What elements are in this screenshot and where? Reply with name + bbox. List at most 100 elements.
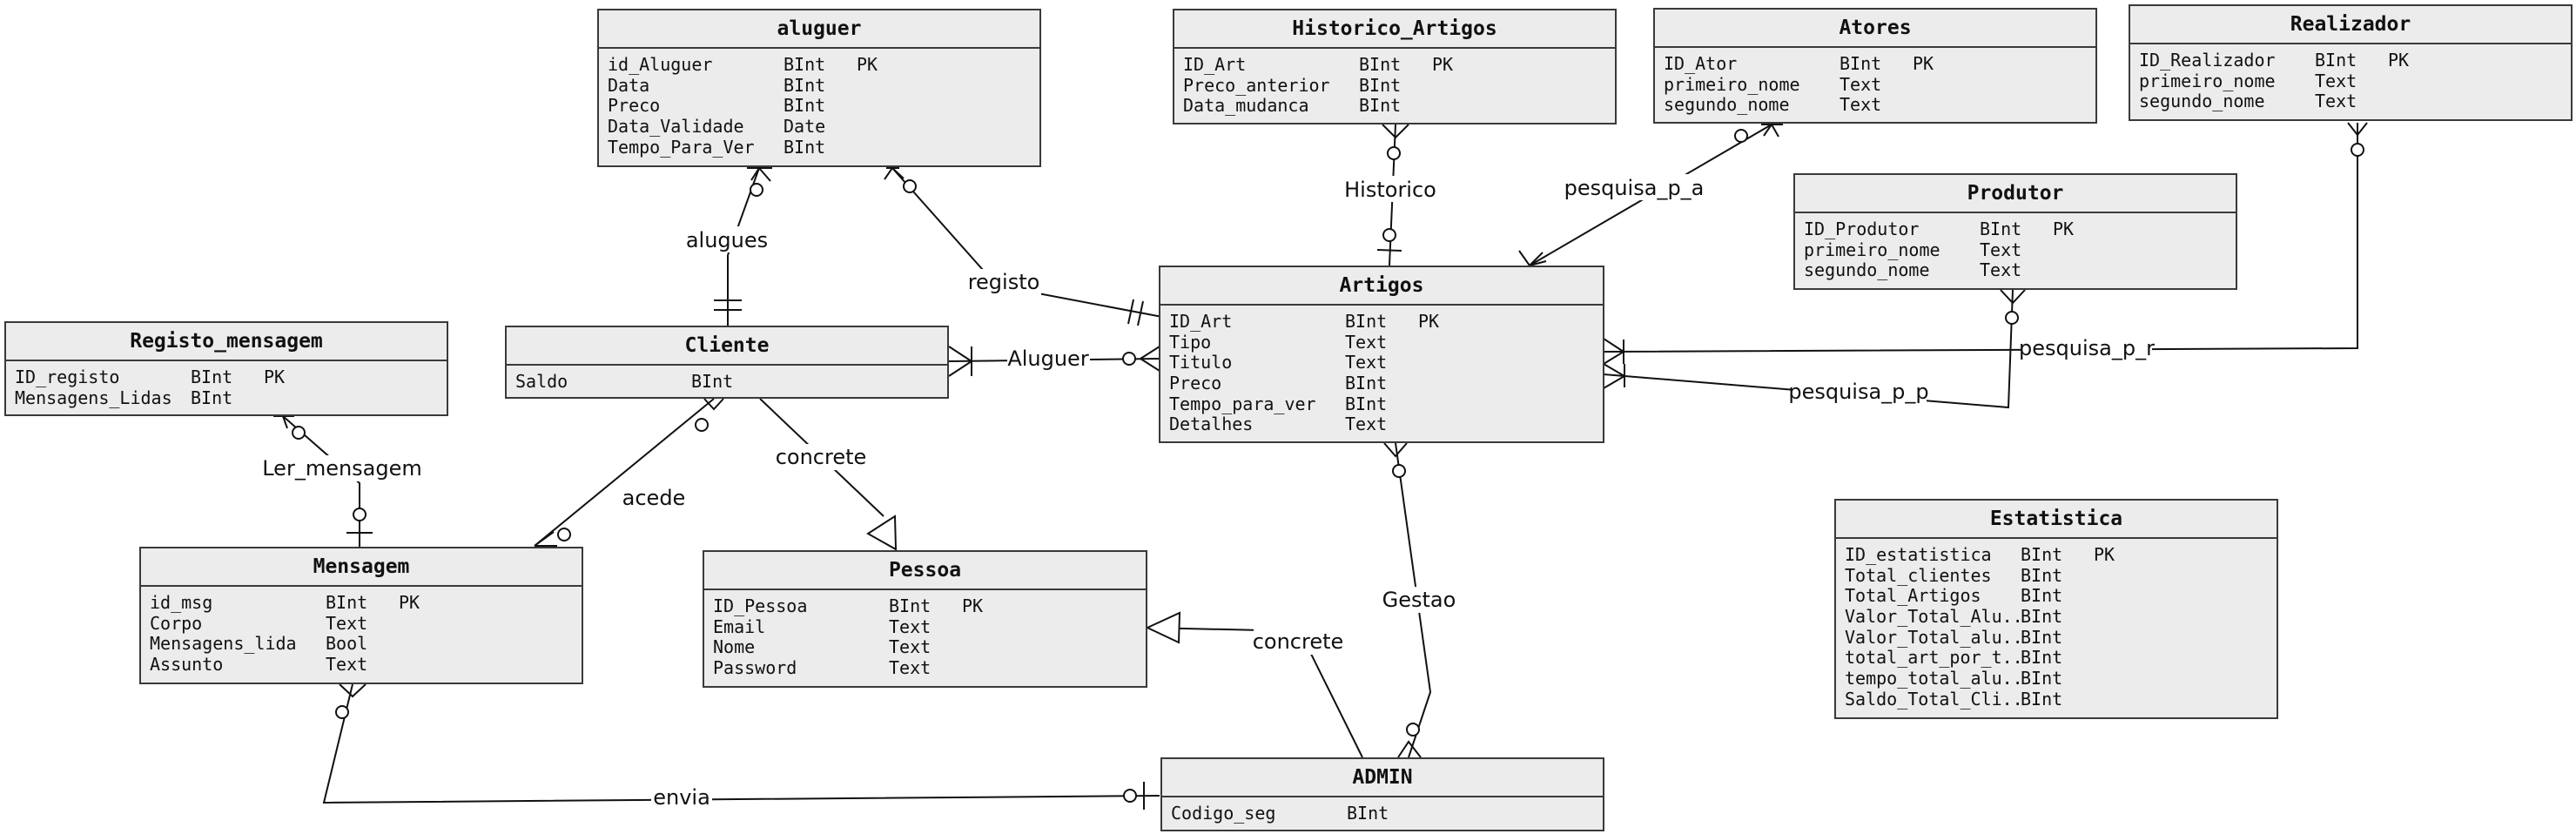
attribute-name: ID_estatistica [1845, 545, 1992, 565]
crow-foot-markers [273, 122, 2368, 810]
attribute-name: Saldo [515, 372, 568, 392]
attribute-type: Text [2315, 91, 2357, 112]
attribute-row: total_art_por_t..BInt [1845, 648, 2277, 669]
attribute-name: Tipo [1169, 332, 1212, 353]
attribute-name: Preco [1169, 373, 1222, 394]
attribute-row: Tempo_Para_Ver BInt [608, 136, 1039, 158]
attribute-name: Preco [608, 96, 661, 117]
attribute-type: BInt [784, 54, 826, 75]
attribute-name: Tempo_Para_Ver [608, 137, 755, 158]
rel-label-acede: acede [622, 486, 686, 510]
attribute-key: PK [1432, 54, 1454, 75]
attribute-name: Preco_anterior [1183, 75, 1330, 96]
attribute-type: Bool [326, 633, 368, 655]
rel-label-pesquisa-p-a: pesquisa_p_a [1564, 176, 1705, 200]
entity-title: Historico_Artigos [1174, 10, 1615, 49]
rel-label-historico: Historico [1344, 178, 1436, 202]
edge-envia[interactable] [322, 683, 1160, 804]
attribute-type: BInt [1840, 53, 1882, 74]
attribute-name: Codigo_seg [1171, 804, 1276, 824]
attribute-name: Tempo_para_ver [1169, 393, 1316, 414]
attribute-type: Text [1345, 352, 1388, 373]
attribute-type: BInt [2021, 688, 2063, 710]
attribute-type: BInt [1359, 54, 1402, 75]
entity-title: Produtor [1795, 175, 2236, 213]
attribute-type: BInt [2021, 606, 2063, 628]
attribute-type: BInt [1345, 373, 1388, 394]
entity-title: Cliente [507, 327, 947, 366]
rel-label-concrete-admin: concrete [1253, 629, 1344, 654]
attribute-name: ID_Art [1169, 312, 1233, 332]
attribute-type: Date [784, 116, 826, 138]
attribute-name: Saldo_Total_Cli.. [1845, 689, 2021, 710]
attribute-type: BInt [2021, 668, 2063, 689]
attribute-type: BInt [2021, 626, 2063, 648]
attribute-type: BInt [191, 367, 233, 387]
attribute-type: Text [2315, 70, 2357, 91]
attribute-type: BInt [1359, 95, 1402, 117]
rel-label-gestao: Gestao [1382, 588, 1456, 612]
attribute-type: BInt [1980, 219, 2022, 239]
attribute-type: BInt [191, 387, 233, 408]
rel-label-aluguer: Aluguer [1007, 346, 1089, 371]
rel-label-ler-mensagem: Ler_mensagem [262, 456, 422, 481]
entity-title: Atores [1655, 10, 2095, 48]
attribute-name: tempo_total_alu.. [1845, 669, 2021, 689]
attribute-name: Detalhes [1169, 414, 1254, 435]
edge-pesquisa-p-p[interactable] [1603, 289, 2014, 409]
attribute-row: Preco BInt [1169, 373, 1603, 394]
rel-label-concrete-cliente: concrete [776, 445, 867, 469]
edge-pesquisa-p-r[interactable] [1603, 123, 2358, 353]
entity-title: Pessoa [704, 552, 1146, 590]
attribute-row: Preco_anterior BInt [1183, 74, 1615, 97]
attribute-type: BInt [2021, 544, 2063, 565]
edge-acede[interactable] [534, 398, 715, 547]
attribute-type: BInt [1359, 74, 1402, 96]
attribute-name: Total_Artigos [1845, 586, 1981, 607]
attribute-row: Valor_Total_Alu..BInt [1845, 606, 2277, 628]
attribute-type: BInt [326, 592, 368, 613]
attribute-name: total_art_por_t.. [1845, 648, 2021, 669]
attribute-name: Data_mudanca [1183, 96, 1309, 117]
attribute-type: BInt [784, 136, 826, 158]
attribute-name: id_Aluguer [608, 55, 713, 75]
edge-ler-mensagem[interactable] [282, 415, 360, 547]
attribute-key: PK [962, 595, 984, 616]
attribute-key: PK [2388, 50, 2410, 71]
attribute-type: BInt [2021, 564, 2063, 586]
